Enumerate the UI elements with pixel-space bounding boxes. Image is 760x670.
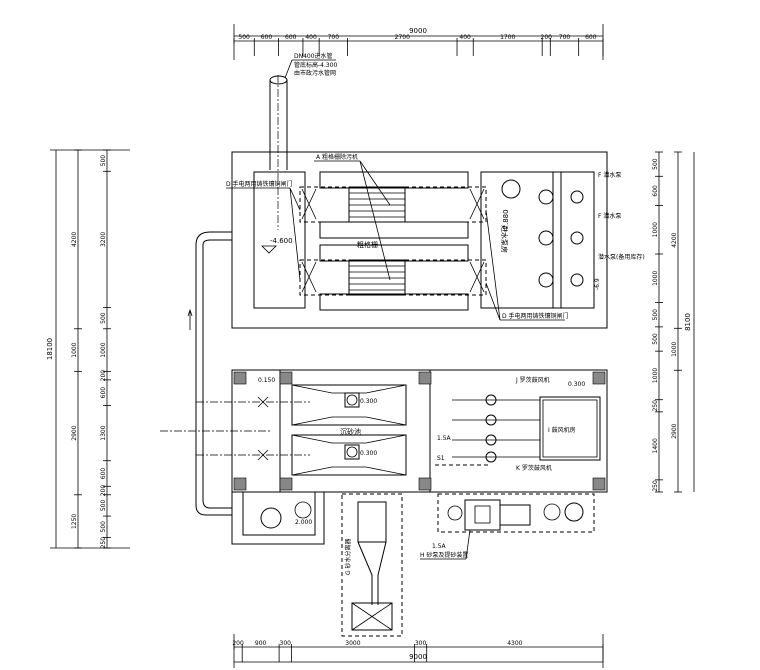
- dim-value: 600: [285, 34, 297, 41]
- grit-chamber-label: 沉砂池: [340, 427, 361, 436]
- elev-left: -4.600: [270, 237, 293, 245]
- inlet-annotation: DN400进水管 管底标高-4.300 由市政污水管网: [284, 52, 338, 79]
- dim-value: 500: [100, 521, 107, 533]
- pump-1: [538, 189, 584, 205]
- dim-value: 200: [232, 640, 244, 647]
- dim-value: 700: [559, 34, 571, 41]
- dim-value: 1000: [71, 342, 78, 357]
- dim-value: 300: [280, 640, 292, 647]
- grit-blower-building: 0.300 0.300 0.150 沉砂池 I 鼓风机房 0.300 J 罗茨鼓…: [160, 369, 608, 493]
- elev-grit2: 0.300: [360, 450, 377, 457]
- inlet-src-label: 由市政污水管网: [294, 69, 336, 77]
- dim-value: 400: [305, 34, 317, 41]
- dim-value: 200: [541, 34, 553, 41]
- pump-note-label: 潜水泵(备用库存): [598, 253, 645, 261]
- blower-k-label: K 罗茨鼓风机: [516, 464, 552, 472]
- dim-right-total: 8100: [684, 313, 692, 331]
- bottom-dimension: 9000 200 900 300 3000 300 4300: [232, 634, 604, 668]
- pipe-mark-3: S1: [437, 455, 445, 462]
- dim-value: 500: [100, 312, 107, 324]
- dim-value: 4200: [671, 232, 678, 247]
- dim-value: 1000: [652, 270, 659, 285]
- screen-a-label: A 粗格栅除污机: [316, 153, 358, 161]
- sand-water-separator: G 砂水分离器: [341, 493, 403, 637]
- pump-f1-label: F 潜水泵: [598, 171, 621, 179]
- dim-value: 250: [652, 480, 659, 492]
- elev-pump2: -6.9: [594, 278, 601, 290]
- dim-value: 2700: [395, 34, 410, 41]
- dim-value: 400: [459, 34, 471, 41]
- dim-value: 300: [415, 640, 427, 647]
- dim-bottom-total: 9000: [409, 653, 427, 661]
- dim-value: 1000: [671, 341, 678, 356]
- pump-3: [538, 272, 584, 288]
- elev-grit: 0.150: [258, 377, 275, 384]
- dim-value: 1000: [652, 368, 659, 383]
- dim-value: 700: [328, 34, 340, 41]
- dim-value: 600: [585, 34, 597, 41]
- dim-value: 1000: [100, 342, 107, 357]
- dim-value: 500: [652, 309, 659, 321]
- pump-2: [538, 230, 584, 246]
- dim-value: 3200: [100, 232, 107, 247]
- dim-left-total: 18100: [46, 338, 54, 360]
- dim-value: 1700: [500, 34, 515, 41]
- elev-grit1: 0.300: [360, 398, 377, 405]
- pipe-mark-2: 1.5A: [432, 543, 447, 550]
- pump-f2-label: F 潜水泵: [598, 212, 621, 220]
- dim-value: 600: [100, 468, 107, 480]
- coarse-screen-label: 粗格栅: [357, 240, 378, 249]
- dim-value: 1300: [100, 425, 107, 440]
- right-dimension: 8100 4200 1000 2900 500 600 1000 1000 500 500 100…: [652, 151, 695, 493]
- dim-value: 500: [652, 333, 659, 345]
- dim-value: 600: [652, 185, 659, 197]
- blower-j-label: J 罗茨鼓风机: [515, 376, 550, 384]
- pump-room-label: 进水泵房: [500, 225, 509, 253]
- elev-pump: -7.880: [502, 209, 510, 232]
- dim-value: 200: [100, 485, 107, 497]
- dim-value: 250: [100, 537, 107, 549]
- dim-value: 500: [652, 158, 659, 170]
- pipe-mark-1: 1.5A: [437, 435, 452, 442]
- blower-room-label: I 鼓风机房: [548, 426, 576, 434]
- dim-value: 1000: [652, 222, 659, 237]
- top-dimension: 9000 500 600 600 400 700 2700 400 1700 200 700 600: [233, 24, 604, 60]
- dim-value: 1250: [71, 514, 78, 529]
- dim-value: 500: [238, 34, 250, 41]
- dim-value: 3000: [345, 640, 360, 647]
- dim-value: 600: [100, 387, 107, 399]
- dim-value: 250: [652, 400, 659, 412]
- dim-top-total: 9000: [409, 27, 427, 35]
- dim-value: 4300: [507, 640, 522, 647]
- inlet-pipe-label: DN400进水管: [294, 52, 333, 60]
- dim-value: 600: [261, 34, 273, 41]
- dim-value: 2900: [671, 423, 678, 438]
- connecting-pipe: [187, 231, 232, 516]
- inlet-elev-label: 管底标高-4.300: [294, 61, 338, 69]
- dim-value: 500: [100, 155, 107, 167]
- pump-h-label: H 砂泵及提砂装置: [420, 551, 468, 559]
- elev-blower: 0.300: [568, 381, 585, 388]
- dim-value: 2900: [71, 425, 78, 440]
- blower-group: [452, 394, 540, 463]
- gate-d-right-label: D 手电两用铸铁镶铜闸门: [502, 312, 569, 320]
- dim-value: 4200: [71, 232, 78, 247]
- screen-pump-building: 粗格栅 进水泵房 -4.600 -7.880 -6.9 A 粗格栅除污机 D 手…: [226, 151, 645, 329]
- dim-value: 200: [100, 370, 107, 382]
- sand-pump: 1.5A H 砂泵及提砂装置: [420, 493, 595, 560]
- dim-value: 500: [100, 500, 107, 512]
- sand-pit: 2.000: [231, 491, 325, 545]
- separator-g-label: G 砂水分离器: [344, 538, 352, 575]
- elev-pit: 2.000: [295, 519, 312, 526]
- dim-value: 1400: [652, 438, 659, 453]
- gate-d-left-label: D 手电两用铸铁镶铜闸门: [226, 180, 293, 188]
- dim-value: 900: [255, 640, 267, 647]
- left-dimension: 18100 4200 1000 2900 1250 500 3200 500 1000 200 6…: [46, 149, 130, 549]
